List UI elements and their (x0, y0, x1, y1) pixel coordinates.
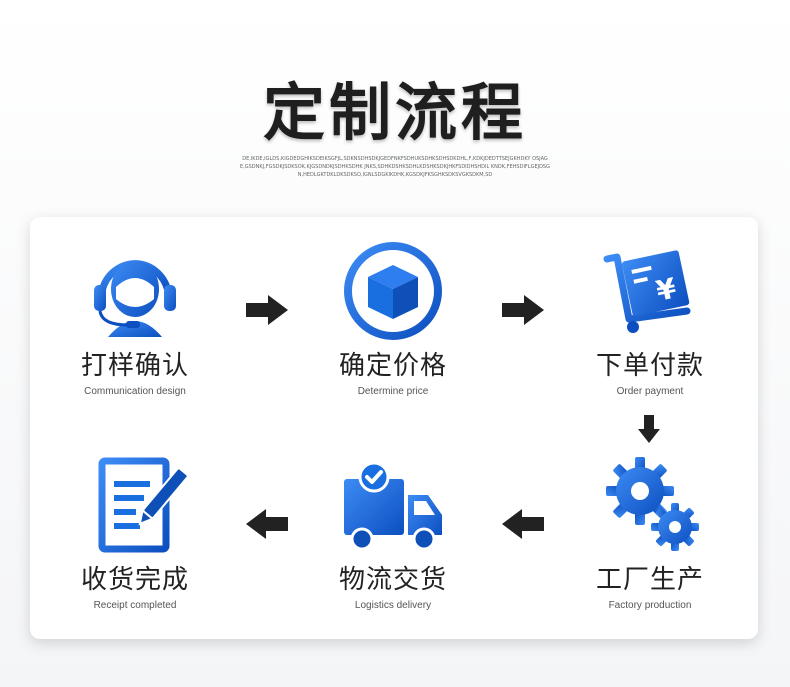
step-subtitle: Receipt completed (93, 600, 177, 611)
step-title: 打样确认 (80, 351, 189, 381)
arrow-right-icon (502, 295, 544, 325)
arrow-right-icon (246, 295, 288, 325)
step-title: 确定价格 (338, 351, 447, 381)
headset-icon (94, 260, 176, 337)
step-subtitle: Determine price (357, 386, 429, 397)
step-price: 确定价格 Determine price (288, 241, 498, 397)
step-production: 工厂生产 Factory production (545, 455, 755, 611)
step-receipt: 收货完成 Receipt completed (30, 455, 240, 611)
step-title: 收货完成 (80, 565, 189, 595)
arrow-left-icon (246, 509, 288, 539)
payment-cart-icon: ¥ (603, 250, 691, 333)
process-card: 打样确认 Communication design 确定价格 Determine… (30, 217, 758, 639)
box-icon (344, 242, 442, 340)
arrow-down-icon (638, 415, 660, 443)
page-subtitle: DE,IKDE,IGLDS,KIGDEDGHIKSDEIKSGFJL,SDKNS… (240, 156, 550, 178)
step-sample: 打样确认 Communication design (30, 241, 240, 397)
page-title: 定制流程 (262, 76, 527, 149)
document-pen-icon (98, 457, 189, 553)
step-title: 下单付款 (595, 351, 704, 381)
step-subtitle: Order payment (616, 386, 684, 397)
arrow-left-icon (502, 509, 544, 539)
step-title: 物流交货 (338, 565, 447, 595)
step-subtitle: Logistics delivery (354, 600, 432, 611)
step-subtitle: Communication design (84, 386, 186, 397)
truck-icon (344, 461, 442, 551)
gears-icon (606, 457, 699, 551)
step-subtitle: Factory production (608, 600, 692, 611)
step-delivery: 物流交货 Logistics delivery (288, 455, 498, 611)
step-payment: ¥ 下单付款 Order payment (545, 241, 755, 397)
step-title: 工厂生产 (595, 565, 704, 595)
